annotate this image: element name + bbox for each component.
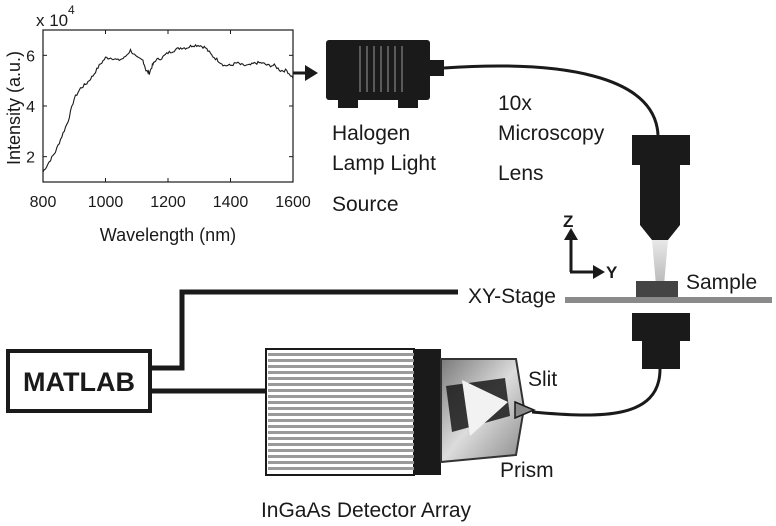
lens-label-line1: 10x [498,92,532,115]
detector-stripe [268,389,414,392]
optical-fiber-lens-to-slit [531,368,662,417]
spectrum-line [42,43,294,173]
xy-stage-label: XY-Stage [468,285,556,308]
detector-stripe [268,425,414,428]
detector-stripe [268,395,414,398]
detector-label: InGaAs Detector Array [261,499,472,522]
detector-stripe [268,419,414,422]
y-tick-label: 2 [26,150,35,167]
x-tick-labels: 800 1000 1200 1400 1600 [30,194,311,211]
detector-stripe [268,359,414,362]
halogen-lamp [326,40,444,108]
collection-lens [632,313,690,369]
detector-stripe [268,365,414,368]
ingaas-detector-array [265,348,441,476]
xy-stage-plate [565,297,772,303]
x-tick-label: 800 [30,194,57,211]
detector-stripe [268,377,414,380]
detector-stripe [268,401,414,404]
slit [514,400,536,420]
cable-matlab-to-stage [150,289,458,371]
x-tick-label: 1000 [88,194,124,211]
y-tick-label: 4 [26,99,35,116]
lamp-label-line2: Lamp Light [332,152,436,175]
detector-stripe [268,455,414,458]
plot-tick-marks [42,30,294,182]
slit-label: Slit [528,368,557,391]
plot-frame [42,29,294,183]
microscopy-lens [632,135,690,240]
stage-axes: Z Y [563,212,618,282]
detector-stripe [268,461,414,464]
detector-stripe [268,437,414,440]
lamp-label-line3: Source [332,193,399,216]
detector-stripe [268,443,414,446]
detector-stripe [268,407,414,410]
detector-stripe [268,467,414,470]
lens-label-line2: Microscopy [498,122,605,145]
axis-z-label: Z [563,212,573,231]
prism-label: Prism [500,459,554,482]
sample-label: Sample [686,271,757,294]
plot-x-axis-label: Wavelength (nm) [100,225,236,245]
exponent-power: 4 [68,3,75,17]
lamp-label-line1: Halogen [332,122,410,145]
x-tick-label: 1600 [275,194,311,211]
detector-stripe [268,413,414,416]
matlab-label: MATLAB [23,367,135,397]
axis-y-label: Y [606,263,618,282]
y-tick-label: 6 [26,48,35,65]
detector-stripe [268,383,414,386]
detector-stripe [268,353,414,356]
exponent-label: x 10 [36,11,68,30]
detector-stripe [268,449,414,452]
spectrum-plot: 800 1000 1200 1400 1600 2 4 6 x 10 4 Intensity… [4,3,311,245]
x-tick-label: 1400 [213,194,249,211]
light-beam [652,240,668,285]
y-tick-labels: 2 4 6 [26,48,35,166]
detector-stripe [268,371,414,374]
prism [440,358,526,464]
optical-fiber-lamp-to-lens [443,64,660,136]
lens-label-line3: Lens [498,162,544,185]
detector-stripe [268,431,414,434]
matlab-box [6,349,152,413]
x-tick-label: 1200 [150,194,186,211]
arrow-plot-to-lamp [293,65,318,81]
sample [636,281,678,299]
plot-y-axis-label: Intensity (a.u.) [4,51,24,165]
